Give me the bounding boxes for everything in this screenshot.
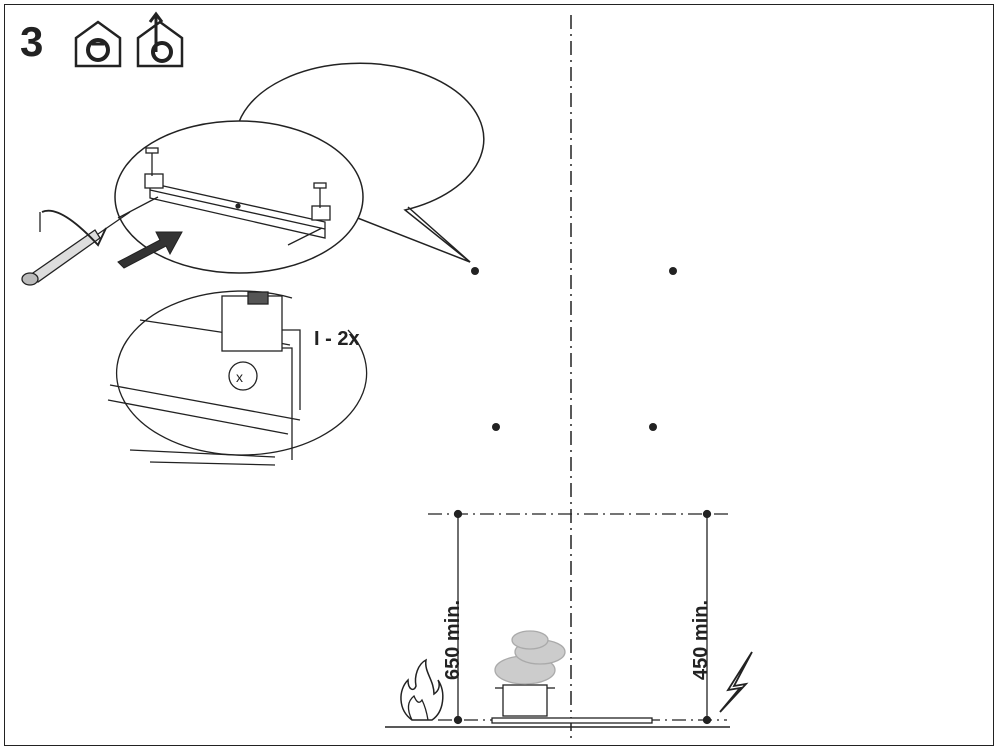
wall-bracket bbox=[117, 147, 331, 246]
screwdriver-icon bbox=[21, 209, 131, 286]
hole-marker bbox=[649, 423, 657, 431]
lightning-icon bbox=[719, 651, 753, 713]
dimension-label-gas: 650 min. bbox=[442, 599, 464, 680]
hob-with-pot bbox=[385, 630, 730, 728]
push-arrow-icon bbox=[117, 231, 183, 269]
hole-marker bbox=[669, 267, 677, 275]
flame-icon bbox=[400, 658, 444, 721]
house-recirculation-icon bbox=[74, 20, 122, 68]
house-extraction-icon bbox=[136, 11, 184, 68]
dimension-lines bbox=[428, 509, 730, 725]
bracket-closeup-detail: x bbox=[107, 290, 368, 466]
steam-icon bbox=[494, 630, 566, 685]
svg-text:x: x bbox=[236, 369, 243, 385]
dimension-label-electric: 450 min. bbox=[690, 599, 712, 680]
step-number: 3 bbox=[20, 18, 44, 65]
diagram-frame bbox=[4, 4, 994, 746]
quantity-label: I - 2x bbox=[314, 328, 360, 350]
hole-marker bbox=[492, 423, 500, 431]
hole-marker bbox=[471, 267, 479, 275]
